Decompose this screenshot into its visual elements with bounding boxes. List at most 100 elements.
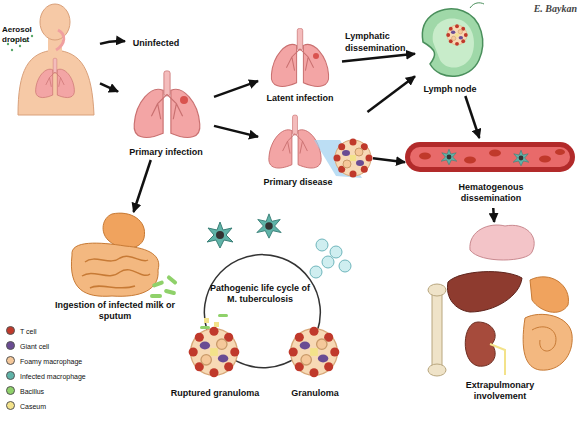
person-figure-part bbox=[36, 58, 75, 97]
flow-arrow bbox=[373, 158, 405, 162]
legend-text: T cell bbox=[20, 327, 110, 336]
flow-arrow bbox=[214, 126, 258, 137]
extrapulmonary-organs-part bbox=[428, 364, 446, 376]
blood-vessel-part bbox=[539, 156, 551, 163]
extrapulmonary-organs-part bbox=[447, 272, 522, 312]
blood-vessel-part bbox=[489, 150, 501, 157]
node-caption: Uninfected bbox=[125, 38, 187, 49]
digestive-tract-part bbox=[82, 256, 150, 288]
figure-node: Ingestion of infected milk or sputum bbox=[55, 212, 175, 324]
flow-arrow bbox=[134, 160, 151, 212]
node-caption: Ingestion of infected milk or sputum bbox=[55, 300, 175, 322]
primary-disease-lungs-part bbox=[269, 115, 321, 168]
lymph-node-part bbox=[470, 3, 484, 8]
blood-vessel bbox=[405, 142, 575, 172]
digestive-tract-part bbox=[103, 213, 144, 248]
blood-vessel-part bbox=[555, 149, 565, 155]
latent-infection-lungs bbox=[271, 28, 328, 86]
life-cycle-part bbox=[204, 318, 209, 323]
life-cycle-part bbox=[150, 294, 162, 298]
life-cycle-part bbox=[330, 246, 342, 258]
life-cycle-part bbox=[310, 266, 322, 278]
legend-swatch bbox=[6, 401, 15, 410]
blood-vessel-part bbox=[405, 142, 575, 172]
blood-vessel-part bbox=[464, 157, 476, 164]
blood-vessel-part bbox=[441, 149, 457, 165]
figure-node: Pathogenic life cycle of M. tuberculosis bbox=[205, 280, 315, 308]
life-cycle-part bbox=[257, 214, 281, 238]
node-caption: Primary infection bbox=[118, 147, 214, 158]
life-cycle-part bbox=[316, 239, 328, 251]
extrapulmonary-organs-part bbox=[523, 314, 572, 370]
life-cycle-part bbox=[152, 280, 165, 288]
flow-arrow bbox=[465, 96, 479, 138]
node-caption: Pathogenic life cycle of M. tuberculosis bbox=[205, 283, 315, 305]
watermark: E. Baykan bbox=[505, 2, 577, 15]
legend-swatch bbox=[6, 341, 15, 350]
figure-node: Granuloma bbox=[275, 322, 355, 402]
life-cycle-part bbox=[218, 314, 228, 317]
flow-arrow bbox=[492, 208, 495, 222]
life-cycle-part bbox=[322, 256, 334, 268]
life-cycle-part bbox=[189, 327, 240, 378]
lymph-node-part bbox=[422, 9, 482, 76]
lymph-node-part bbox=[433, 18, 474, 67]
life-cycle-part bbox=[207, 222, 233, 248]
flow-arrow bbox=[342, 54, 415, 62]
flow-arrow bbox=[100, 41, 125, 44]
life-cycle-part bbox=[200, 326, 210, 329]
node-caption: Primary disease bbox=[258, 177, 338, 188]
figure-node: Hematogenous dissemination bbox=[405, 138, 577, 208]
node-caption: Latent infection bbox=[258, 93, 342, 104]
extrapulmonary-organs-part bbox=[490, 344, 505, 375]
extrapulmonary-organs-part bbox=[530, 277, 568, 312]
life-cycle-part bbox=[214, 322, 219, 327]
flow-arrow bbox=[100, 83, 118, 91]
primary-infection-lungs-part bbox=[180, 96, 188, 104]
figure-node: Primary disease bbox=[258, 112, 373, 190]
node-caption: Hematogenous dissemination bbox=[445, 182, 537, 204]
life-cycle-part bbox=[166, 275, 178, 286]
extrapulmonary-organs-part bbox=[428, 284, 446, 296]
figure-node: Uninfected bbox=[125, 36, 187, 52]
extrapulmonary-organs-part bbox=[470, 225, 534, 260]
extrapulmonary-organs-part bbox=[432, 290, 442, 370]
person-figure-part bbox=[31, 35, 33, 37]
figure-node: Lymph node bbox=[415, 4, 485, 96]
primary-infection-lungs-part bbox=[134, 71, 200, 138]
primary-disease-lungs-part bbox=[334, 139, 373, 178]
flow-arrow bbox=[367, 76, 415, 112]
legend-swatch bbox=[6, 371, 15, 380]
extrapulmonary-organs bbox=[428, 225, 572, 376]
figure-node: Extrapulmonary involvement bbox=[420, 222, 580, 404]
life-cycle-part bbox=[289, 327, 340, 378]
lymph-node bbox=[422, 3, 484, 77]
digestive-tract-part bbox=[71, 243, 158, 296]
node-caption: Extrapulmonary involvement bbox=[450, 380, 550, 402]
blood-vessel-part bbox=[513, 150, 529, 166]
person-figure-part bbox=[18, 50, 94, 115]
node-caption: Ruptured granuloma bbox=[170, 388, 260, 399]
blood-vessel-part bbox=[419, 153, 431, 160]
person-figure-part bbox=[56, 30, 64, 50]
legend-swatch bbox=[6, 356, 15, 365]
legend-text: Infected macrophage bbox=[20, 372, 110, 381]
legend-text: Giant cell bbox=[20, 342, 110, 351]
legend-swatch bbox=[6, 386, 15, 395]
node-caption: Aerosol droplet bbox=[2, 25, 42, 45]
person-figure-part bbox=[40, 4, 70, 40]
latent-infection-lungs-part bbox=[271, 28, 328, 86]
figure-node: Latent infection bbox=[258, 26, 342, 106]
legend-text: Bacillus bbox=[20, 387, 110, 396]
node-caption: Granuloma bbox=[275, 388, 355, 399]
primary-disease-lungs bbox=[269, 115, 373, 178]
primary-infection-lungs bbox=[134, 71, 200, 138]
life-cycle-part bbox=[339, 260, 351, 272]
blood-vessel-part bbox=[410, 147, 570, 167]
flow-arrow bbox=[214, 81, 258, 97]
figure-node: Aerosol droplet bbox=[0, 5, 100, 115]
node-caption: Lymph node bbox=[415, 84, 485, 95]
person-figure bbox=[7, 4, 94, 115]
